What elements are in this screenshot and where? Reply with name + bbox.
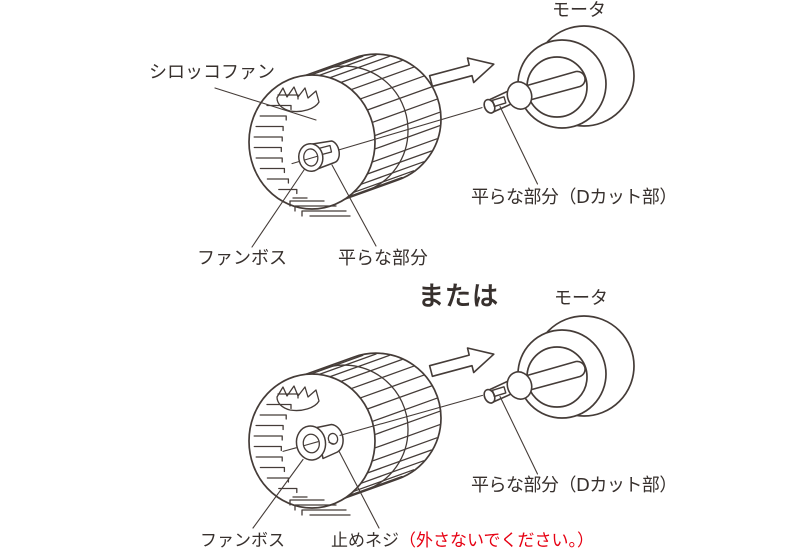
leader-d-cut-bottom	[499, 395, 539, 475]
leader-fan-boss-bottom	[252, 458, 304, 529]
leader-sirocco-fan	[214, 87, 317, 121]
label-d-cut-bottom: 平らな部分（Dカット部）	[471, 475, 677, 496]
axis-line-top	[291, 107, 483, 165]
set-screw-edge	[328, 441, 336, 445]
leader-flat-part-top	[331, 164, 377, 247]
label-or-separator: または	[418, 282, 500, 312]
sirocco-fan-drawing-top	[248, 53, 442, 217]
bottom-diagram-linework	[248, 315, 635, 529]
label-set-screw-warning: （外さないでください。）	[399, 531, 594, 551]
top-diagram-linework	[214, 25, 635, 248]
motor-drawing-top	[428, 25, 635, 129]
label-fan-boss-top: ファンボス	[197, 248, 287, 269]
label-sirocco-fan: シロッコファン	[149, 62, 275, 83]
leader-fan-boss-top	[251, 169, 305, 248]
label-fan-boss-bottom: ファンボス	[200, 531, 285, 551]
fan-hub-setscrew-bottom	[295, 423, 344, 461]
hub-flange-ring-inner	[303, 148, 319, 167]
axis-line-bottom	[282, 394, 484, 452]
label-flat-part-top: 平らな部分	[338, 248, 428, 269]
label-d-cut-top: 平らな部分（Dカット部）	[471, 187, 677, 208]
label-set-screw: 止めネジ	[331, 531, 399, 551]
label-motor-top: モータ	[552, 0, 606, 21]
leader-set-screw	[334, 442, 380, 529]
leader-d-cut-top	[499, 105, 539, 185]
label-motor-bottom: モータ	[554, 288, 608, 309]
motor-drawing-bottom	[428, 315, 635, 419]
fan-hub-bushing-top	[298, 140, 340, 173]
